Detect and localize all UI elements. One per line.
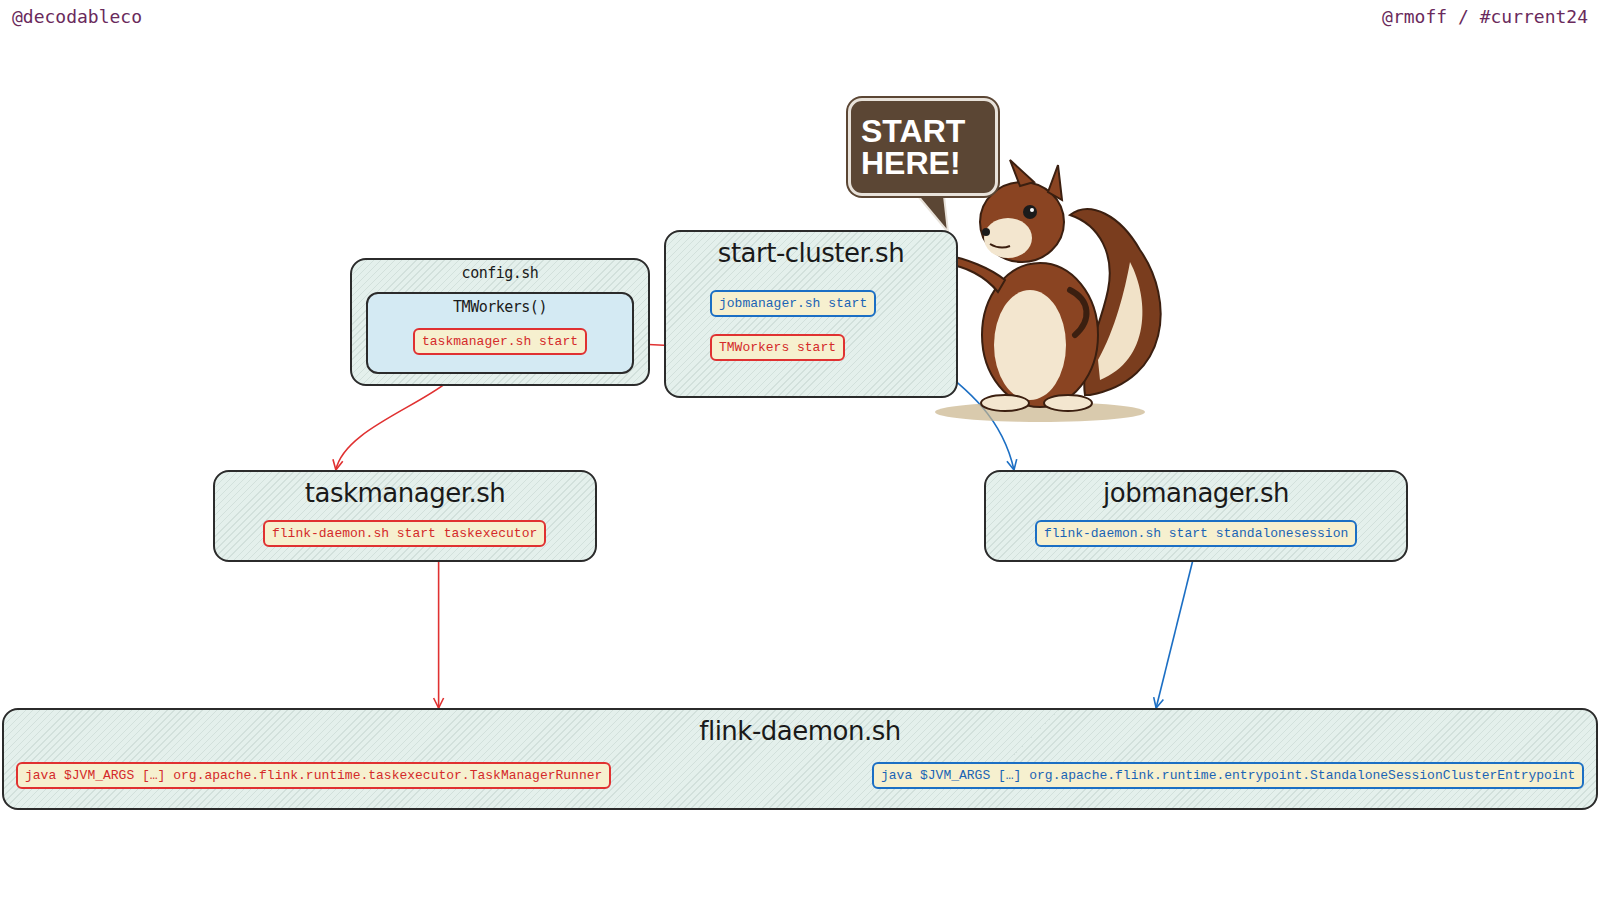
node-heading: taskmanager.sh [215, 472, 595, 508]
command-box: java $JVM_ARGS […] org.apache.flink.runt… [16, 762, 611, 789]
squirrel [935, 160, 1161, 422]
command-box: flink-daemon.sh start standalonesession [1035, 520, 1357, 547]
speech-bubble: START HERE! [848, 98, 998, 196]
bubble-tail [918, 196, 948, 232]
node-heading: start-cluster.sh [666, 232, 956, 268]
command-box: jobmanager.sh start [710, 290, 876, 317]
function-box: TMWorkers() taskmanager.sh start [366, 292, 634, 374]
command-box: flink-daemon.sh start taskexecutor [263, 520, 546, 547]
handle-label: @decodableco [12, 6, 142, 27]
command-text: java $JVM_ARGS […] org.apache.flink.runt… [25, 768, 602, 783]
call-arrow [438, 547, 440, 708]
command-text: TMWorkers start [719, 340, 836, 355]
command-text: java $JVM_ARGS […] org.apache.flink.runt… [881, 768, 1575, 783]
node-heading: TMWorkers() [368, 294, 632, 316]
script-box: flink-daemon.sh java $JVM_ARGS […] org.ap… [2, 708, 1598, 810]
command-text: taskmanager.sh start [422, 334, 578, 349]
command-text: flink-daemon.sh start standalonesession [1044, 526, 1348, 541]
callout-text: START HERE! [861, 113, 965, 181]
node-heading: flink-daemon.sh [4, 710, 1596, 746]
script-box: config.shTMWorkers() taskmanager.sh start [350, 258, 650, 386]
script-box: start-cluster.sh jobmanager.sh startTMWor… [664, 230, 958, 398]
command-text: jobmanager.sh start [719, 296, 867, 311]
call-arrow [1156, 547, 1196, 708]
script-box: taskmanager.sh flink-daemon.sh start task… [213, 470, 597, 562]
script-box: jobmanager.sh flink-daemon.sh start stand… [984, 470, 1408, 562]
node-heading: config.sh [352, 260, 648, 282]
command-text: flink-daemon.sh start taskexecutor [272, 526, 537, 541]
command-box: taskmanager.sh start [413, 328, 587, 355]
handle-label: @rmoff / #current24 [1382, 6, 1588, 27]
command-box: TMWorkers start [710, 334, 845, 361]
node-heading: jobmanager.sh [986, 472, 1406, 508]
command-box: java $JVM_ARGS […] org.apache.flink.runt… [872, 762, 1584, 789]
